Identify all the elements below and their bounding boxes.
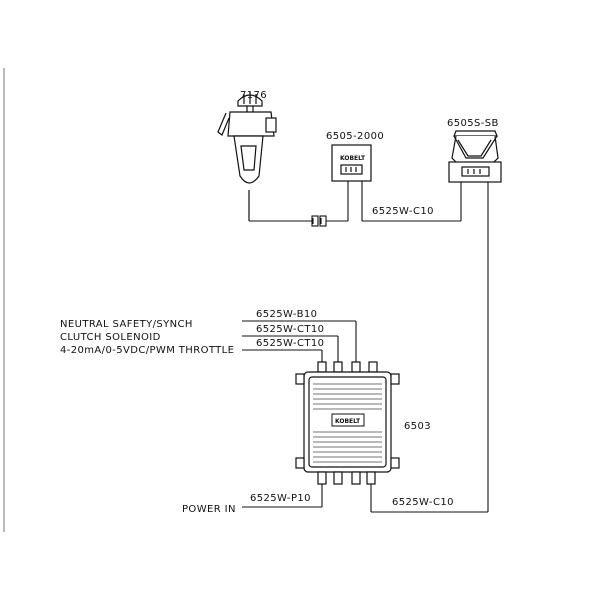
top-connectors (317, 361, 378, 373)
controller-fins (313, 383, 382, 463)
controller-nameplate (331, 413, 365, 427)
cable-panel-controller (370, 182, 489, 513)
cable-label-power: 6525W-P10 (250, 493, 311, 504)
label-indicator: 6505-2000 (326, 131, 384, 142)
signal-clutch: CLUTCH SOLENOID (60, 332, 161, 343)
indicator-6505-2000 (331, 144, 372, 182)
cable-label-indicator-panel: 6525W-C10 (372, 206, 434, 217)
label-controller: 6503 (404, 421, 431, 432)
cable-lever-indicator (249, 181, 349, 227)
indicator-brand: KOBELT (340, 155, 366, 162)
input-wires (242, 320, 357, 508)
bottom-connectors (317, 471, 376, 485)
cable-indicator-panel (361, 181, 462, 222)
signal-power: POWER IN (182, 504, 236, 515)
signal-throttle: 4-20mA/0-5VDC/PWM THROTTLE (60, 345, 234, 356)
label-panel: 6505S-SB (447, 118, 499, 129)
cable-label-clutch: 6525W-CT10 (256, 324, 324, 335)
cable-label-panel-controller: 6525W-C10 (392, 497, 454, 508)
controller-brand: KOBELT (335, 418, 361, 425)
cable-label-throttle: 6525W-CT10 (256, 338, 324, 349)
cable-label-neutral: 6525W-B10 (256, 309, 317, 320)
panel-6505s-sb (448, 130, 502, 183)
signal-neutral: NEUTRAL SAFETY/SYNCH (60, 319, 193, 330)
control-lever-7176 (217, 92, 277, 221)
label-lever: 7176 (240, 90, 267, 101)
